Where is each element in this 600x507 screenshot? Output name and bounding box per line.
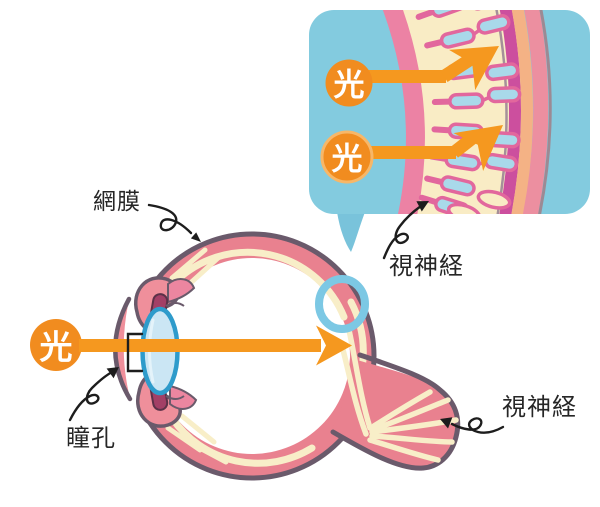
label-optic-nerve-lower: 視神経	[502, 394, 577, 421]
light-badge-inset-top: 光	[325, 59, 373, 107]
light-label: 光	[40, 329, 73, 366]
inset-retina-bubble: 光 光	[309, 10, 590, 252]
label-optic-nerve-upper: 視神経	[389, 253, 464, 280]
pupil-bracket	[126, 332, 144, 373]
light-label: 光	[332, 142, 363, 177]
inset-light-rays	[366, 46, 503, 172]
label-pupil: 瞳孔	[66, 425, 116, 452]
light-badge-eye	[30, 319, 82, 371]
light-badge-inset-bottom: 光	[320, 130, 374, 184]
retina-layers	[366, 10, 552, 214]
label-retina: 網膜	[93, 188, 141, 214]
bubble-tail	[337, 212, 365, 252]
highlight-ring	[315, 275, 369, 333]
light-label: 光	[334, 68, 365, 103]
retina-band	[381, 10, 425, 214]
annotations	[68, 201, 505, 434]
light-beam: 光	[30, 319, 352, 371]
